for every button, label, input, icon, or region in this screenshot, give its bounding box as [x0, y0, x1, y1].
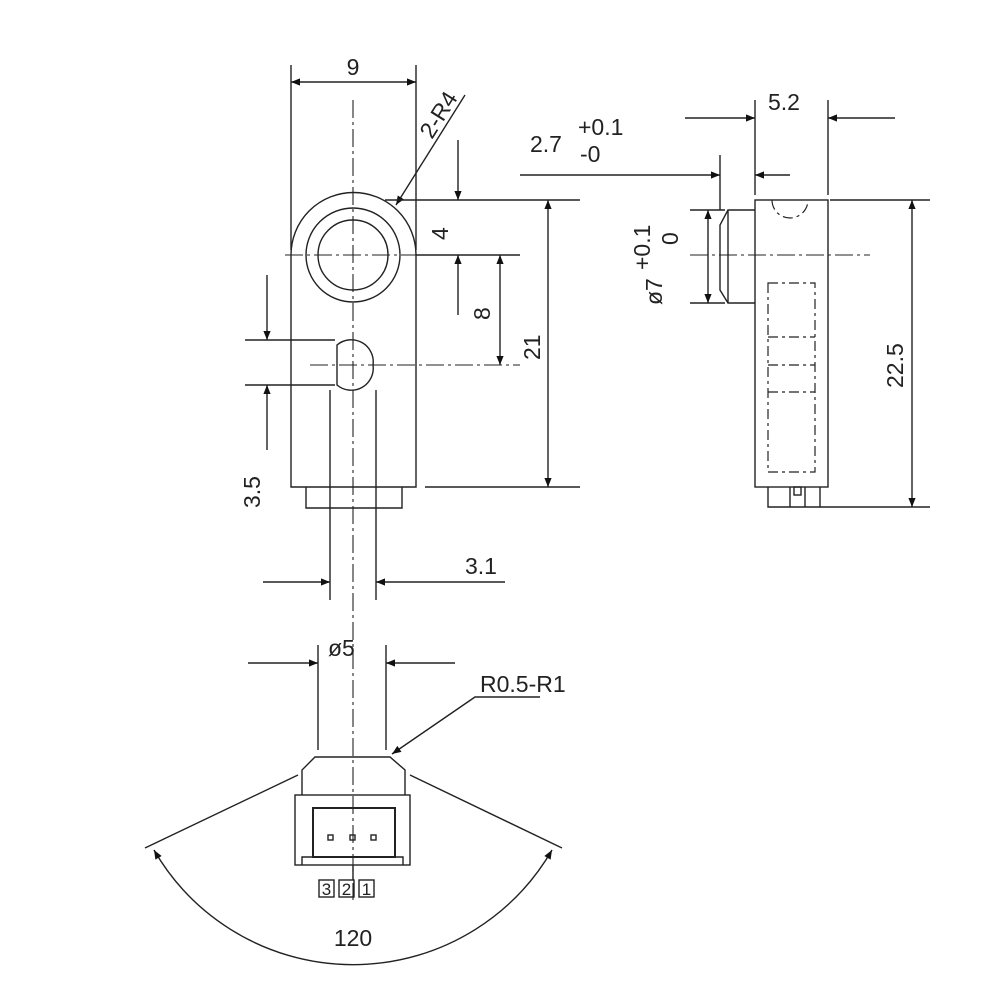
dim-5-2: 5.2 — [685, 89, 895, 195]
dia-7-lower-tol: 0 — [657, 232, 683, 245]
dim-5-2-label: 5.2 — [768, 89, 800, 115]
dia-5-label: ø5 — [328, 635, 355, 661]
dim-vertical-group: 4 8 21 — [385, 140, 580, 488]
front-view — [285, 100, 520, 900]
dim-3-1: 3.1 — [263, 553, 505, 586]
dim-8-label: 8 — [469, 307, 495, 320]
dim-3-5-label: 3.5 — [239, 476, 265, 508]
dim-width-9: 9 — [290, 54, 417, 250]
dim-3-1-label: 3.1 — [465, 553, 497, 579]
angle-120-label: 120 — [334, 925, 372, 951]
dim-3-5: 3.5 — [239, 275, 335, 508]
radius-2r4-label: 2-R4 — [414, 86, 463, 142]
dia-7-upper-tol: +0.1 — [629, 225, 655, 270]
pin-labels: 3 2 1 — [318, 879, 375, 899]
dim-radius-2r4: 2-R4 — [395, 86, 466, 206]
pin-1-label: 1 — [362, 880, 371, 899]
dim-2-7-label: 2.7 — [530, 131, 562, 157]
dim-22-5-label: 22.5 — [882, 343, 908, 388]
dim-21-label: 21 — [519, 334, 545, 360]
dim-dia-7: ø7 +0.1 0 — [629, 209, 725, 305]
bottom-view: ø5 3 2 1 R0.5-R1 120 — [144, 635, 566, 966]
pin-2-label: 2 — [342, 880, 351, 899]
dim-4-label: 4 — [427, 227, 453, 240]
dia-7-label: ø7 — [641, 278, 667, 305]
pin-3-label: 3 — [322, 880, 331, 899]
radius-r05-r1-label: R0.5-R1 — [480, 671, 566, 697]
dim-2-7-upper-tol: +0.1 — [578, 114, 623, 140]
dim-2-7-lower-tol: -0 — [580, 141, 600, 167]
dim-2-7: 2.7 +0.1 -0 — [520, 114, 790, 210]
side-view — [690, 199, 870, 508]
dim-22-5: 22.5 — [820, 199, 930, 508]
dim-9-label: 9 — [347, 54, 360, 80]
